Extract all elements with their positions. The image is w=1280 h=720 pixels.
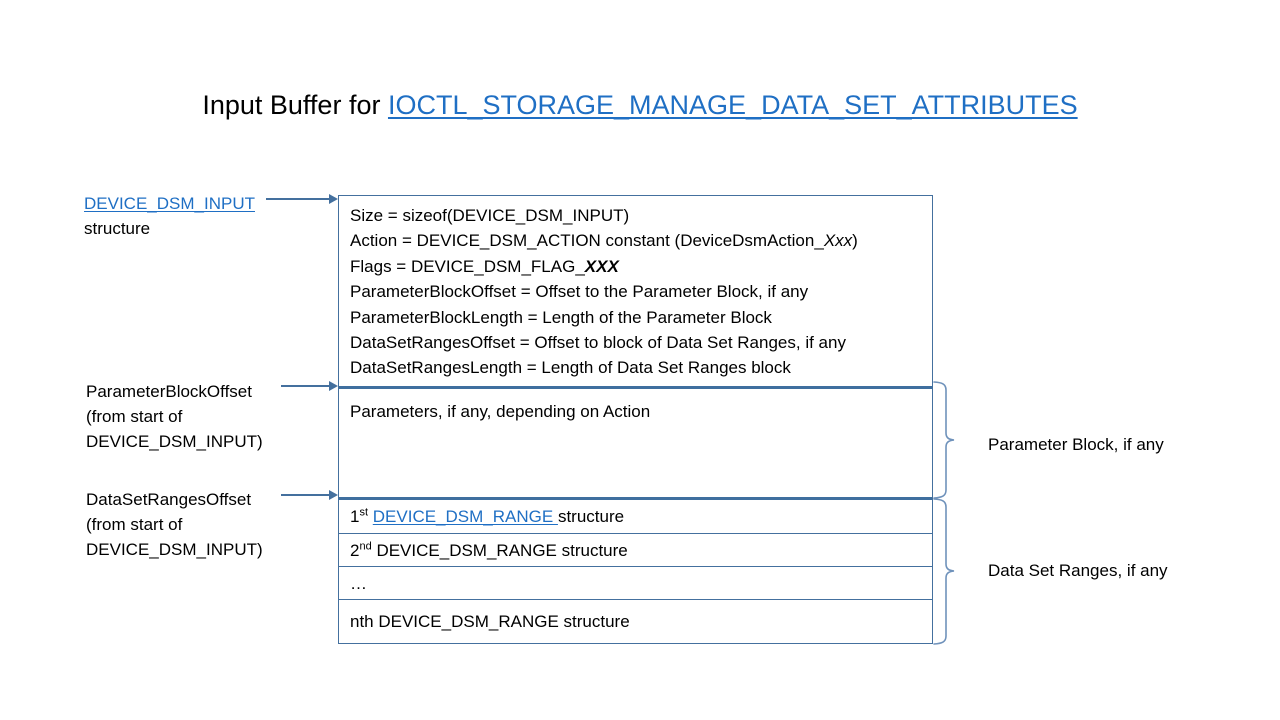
field-parameter-block-offset: ParameterBlockOffset = Offset to the Par… [350,282,809,302]
arrow-to-parameter-block-icon [281,381,338,391]
label-device-dsm-input-structure: DEVICE_DSM_INPUT structure [84,191,255,241]
range-row-4-text: nth DEVICE_DSM_RANGE structure [350,611,630,631]
range-row-1-tail: structure [557,506,625,526]
arrow-head [329,490,338,500]
parameter-block-text: Parameters, if any, depending on Action [350,401,651,421]
arrow-head [329,381,338,391]
field-data-set-ranges-length: DataSetRangesLength = Length of Data Set… [350,358,791,378]
link-device-dsm-input[interactable]: DEVICE_DSM_INPUT [84,194,255,213]
field-action: Action = DEVICE_DSM_ACTION constant (Dev… [350,228,932,253]
title-prefix: Input Buffer for [202,90,388,120]
range-row-2-ordinal: 2 [350,540,360,560]
header-fields-block: Size = sizeof(DEVICE_DSM_INPUT) Action =… [338,195,933,386]
range-row-2-text: DEVICE_DSM_RANGE structure [371,540,628,560]
structure-diagram: Size = sizeof(DEVICE_DSM_INPUT) Action =… [338,195,933,644]
title-link-ioctl[interactable]: IOCTL_STORAGE_MANAGE_DATA_SET_ATTRIBUTES [387,90,1078,120]
range-row-1-ordinal: 1 [350,506,360,526]
label-structure-line2: structure [84,219,151,238]
arrow-to-data-set-ranges-icon [281,490,338,500]
field-flags-text: Flags = DEVICE_DSM_FLAG_ [350,256,585,276]
field-size: Size = sizeof(DEVICE_DSM_INPUT) [350,206,630,225]
brace-label-data-set-ranges: Data Set Ranges, if any [988,561,1168,580]
dsroffset-line1: DataSetRangesOffset [86,490,252,509]
range-row-1: 1st DEVICE_DSM_RANGE structure [338,499,933,534]
field-data-set-ranges-offset: DataSetRangesOffset = Offset to block of… [350,333,846,353]
arrow-to-header-block-icon [266,194,338,204]
field-flags-bold-italic: XXX [584,256,619,276]
arrow-head [329,194,338,204]
range-row-1-sup: st [359,506,369,519]
pboffset-line3: DEVICE_DSM_INPUT) [86,432,263,451]
brace-label-parameter-block: Parameter Block, if any [988,435,1164,454]
brace-parameter-block-icon [933,381,955,499]
label-data-set-ranges-offset: DataSetRangesOffset (from start of DEVIC… [86,487,263,562]
link-device-dsm-range[interactable]: DEVICE_DSM_RANGE [372,506,558,526]
parameter-block-cell: Parameters, if any, depending on Action [338,385,933,500]
brace-data-set-ranges-icon [933,498,955,645]
range-row-3-ordinal: … [350,573,367,593]
page-title: Input Buffer for IOCTL_STORAGE_MANAGE_DA… [0,88,1280,122]
field-action-text: Action = DEVICE_DSM_ACTION constant (Dev… [350,231,824,251]
pboffset-line1: ParameterBlockOffset [86,382,252,401]
pboffset-line2: (from start of [86,407,183,426]
arrow-shaft [281,494,330,496]
field-action-italic: Xxx [823,231,853,251]
range-row-2: 2nd DEVICE_DSM_RANGE structure [338,533,933,567]
field-parameter-block-length: ParameterBlockLength = Length of the Par… [350,307,772,327]
field-flags: Flags = DEVICE_DSM_FLAG_XXX [350,254,932,279]
field-action-suffix: ) [852,231,858,251]
dsroffset-line3: DEVICE_DSM_INPUT) [86,540,263,559]
range-row-nth: nth DEVICE_DSM_RANGE structure [338,599,933,644]
arrow-shaft [281,385,330,387]
range-row-ellipsis: … [338,566,933,600]
label-parameter-block-offset: ParameterBlockOffset (from start of DEVI… [86,379,263,454]
dsroffset-line2: (from start of [86,515,183,534]
arrow-shaft [266,198,330,200]
range-row-2-sup: nd [359,540,372,553]
